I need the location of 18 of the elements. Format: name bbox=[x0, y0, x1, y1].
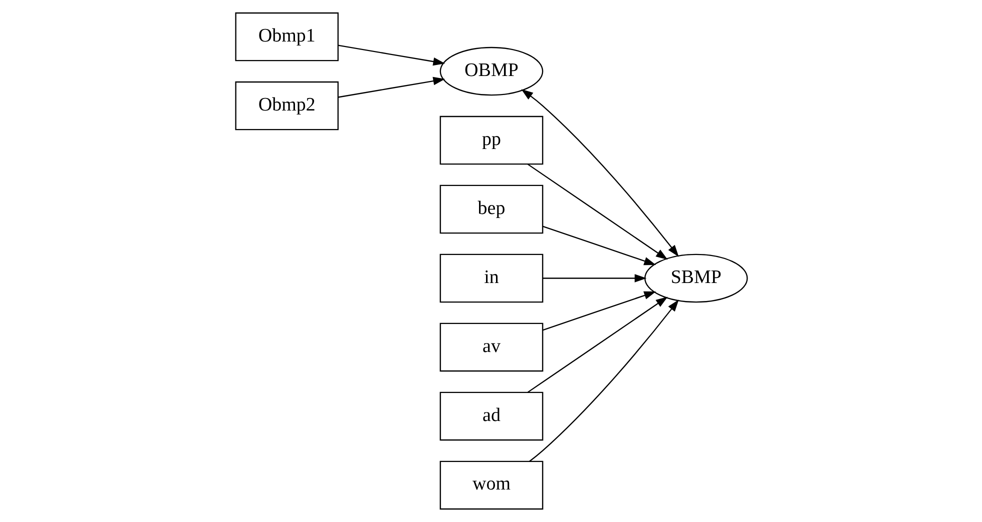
arrow bbox=[527, 296, 668, 393]
node-box: bep bbox=[439, 184, 543, 234]
node-box: av bbox=[439, 322, 543, 372]
arrow bbox=[337, 76, 445, 98]
node-box: pp bbox=[439, 116, 543, 165]
arrow bbox=[542, 274, 646, 282]
node-box: wom bbox=[439, 460, 543, 510]
node-ellipse: OBMP bbox=[439, 46, 543, 96]
arrow bbox=[337, 44, 445, 66]
arrow bbox=[542, 226, 656, 266]
node-box: ad bbox=[439, 392, 543, 441]
arrow bbox=[542, 291, 656, 331]
arrow bbox=[528, 300, 678, 462]
node-box: Obmp2 bbox=[234, 81, 338, 130]
node-box: in bbox=[439, 254, 543, 303]
arrow bbox=[520, 89, 678, 257]
arrow bbox=[527, 164, 668, 260]
node-box: Obmp1 bbox=[234, 12, 338, 62]
